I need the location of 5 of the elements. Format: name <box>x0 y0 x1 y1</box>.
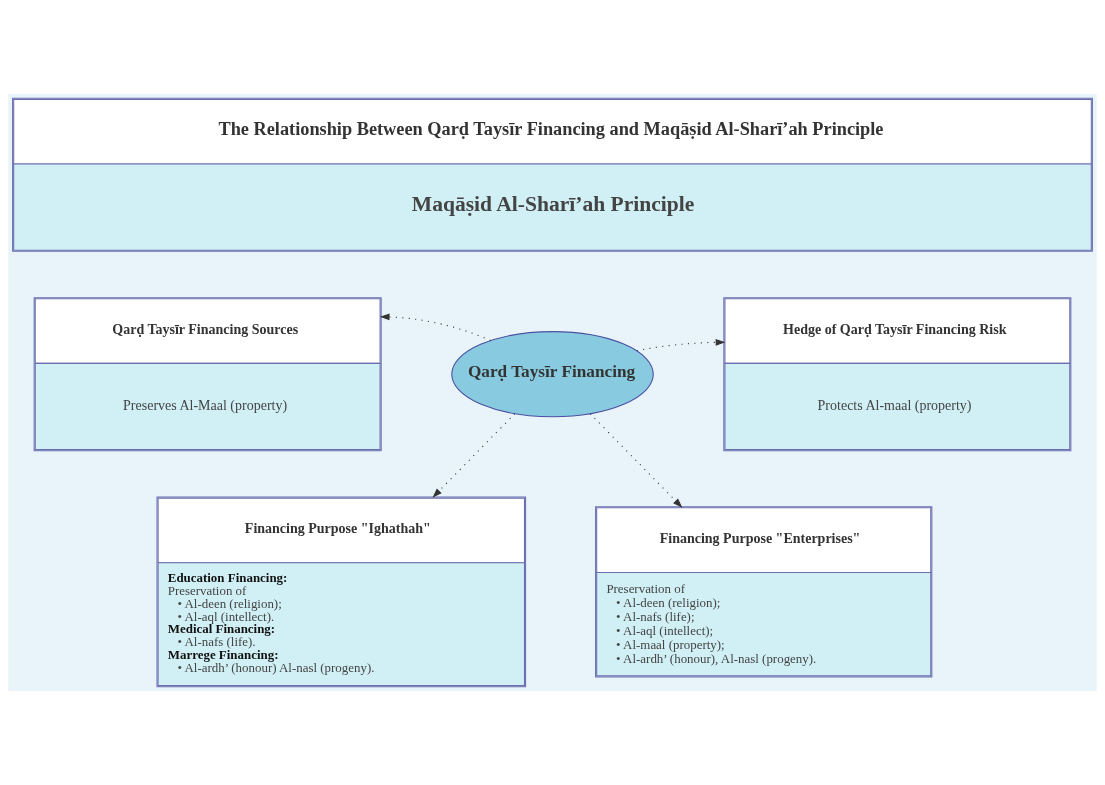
arrow <box>379 313 492 341</box>
arrow <box>636 338 726 352</box>
arrow <box>589 413 683 508</box>
arrow <box>432 413 516 498</box>
node-ellipse: Qarḍ Taysīr Financing <box>451 331 654 418</box>
